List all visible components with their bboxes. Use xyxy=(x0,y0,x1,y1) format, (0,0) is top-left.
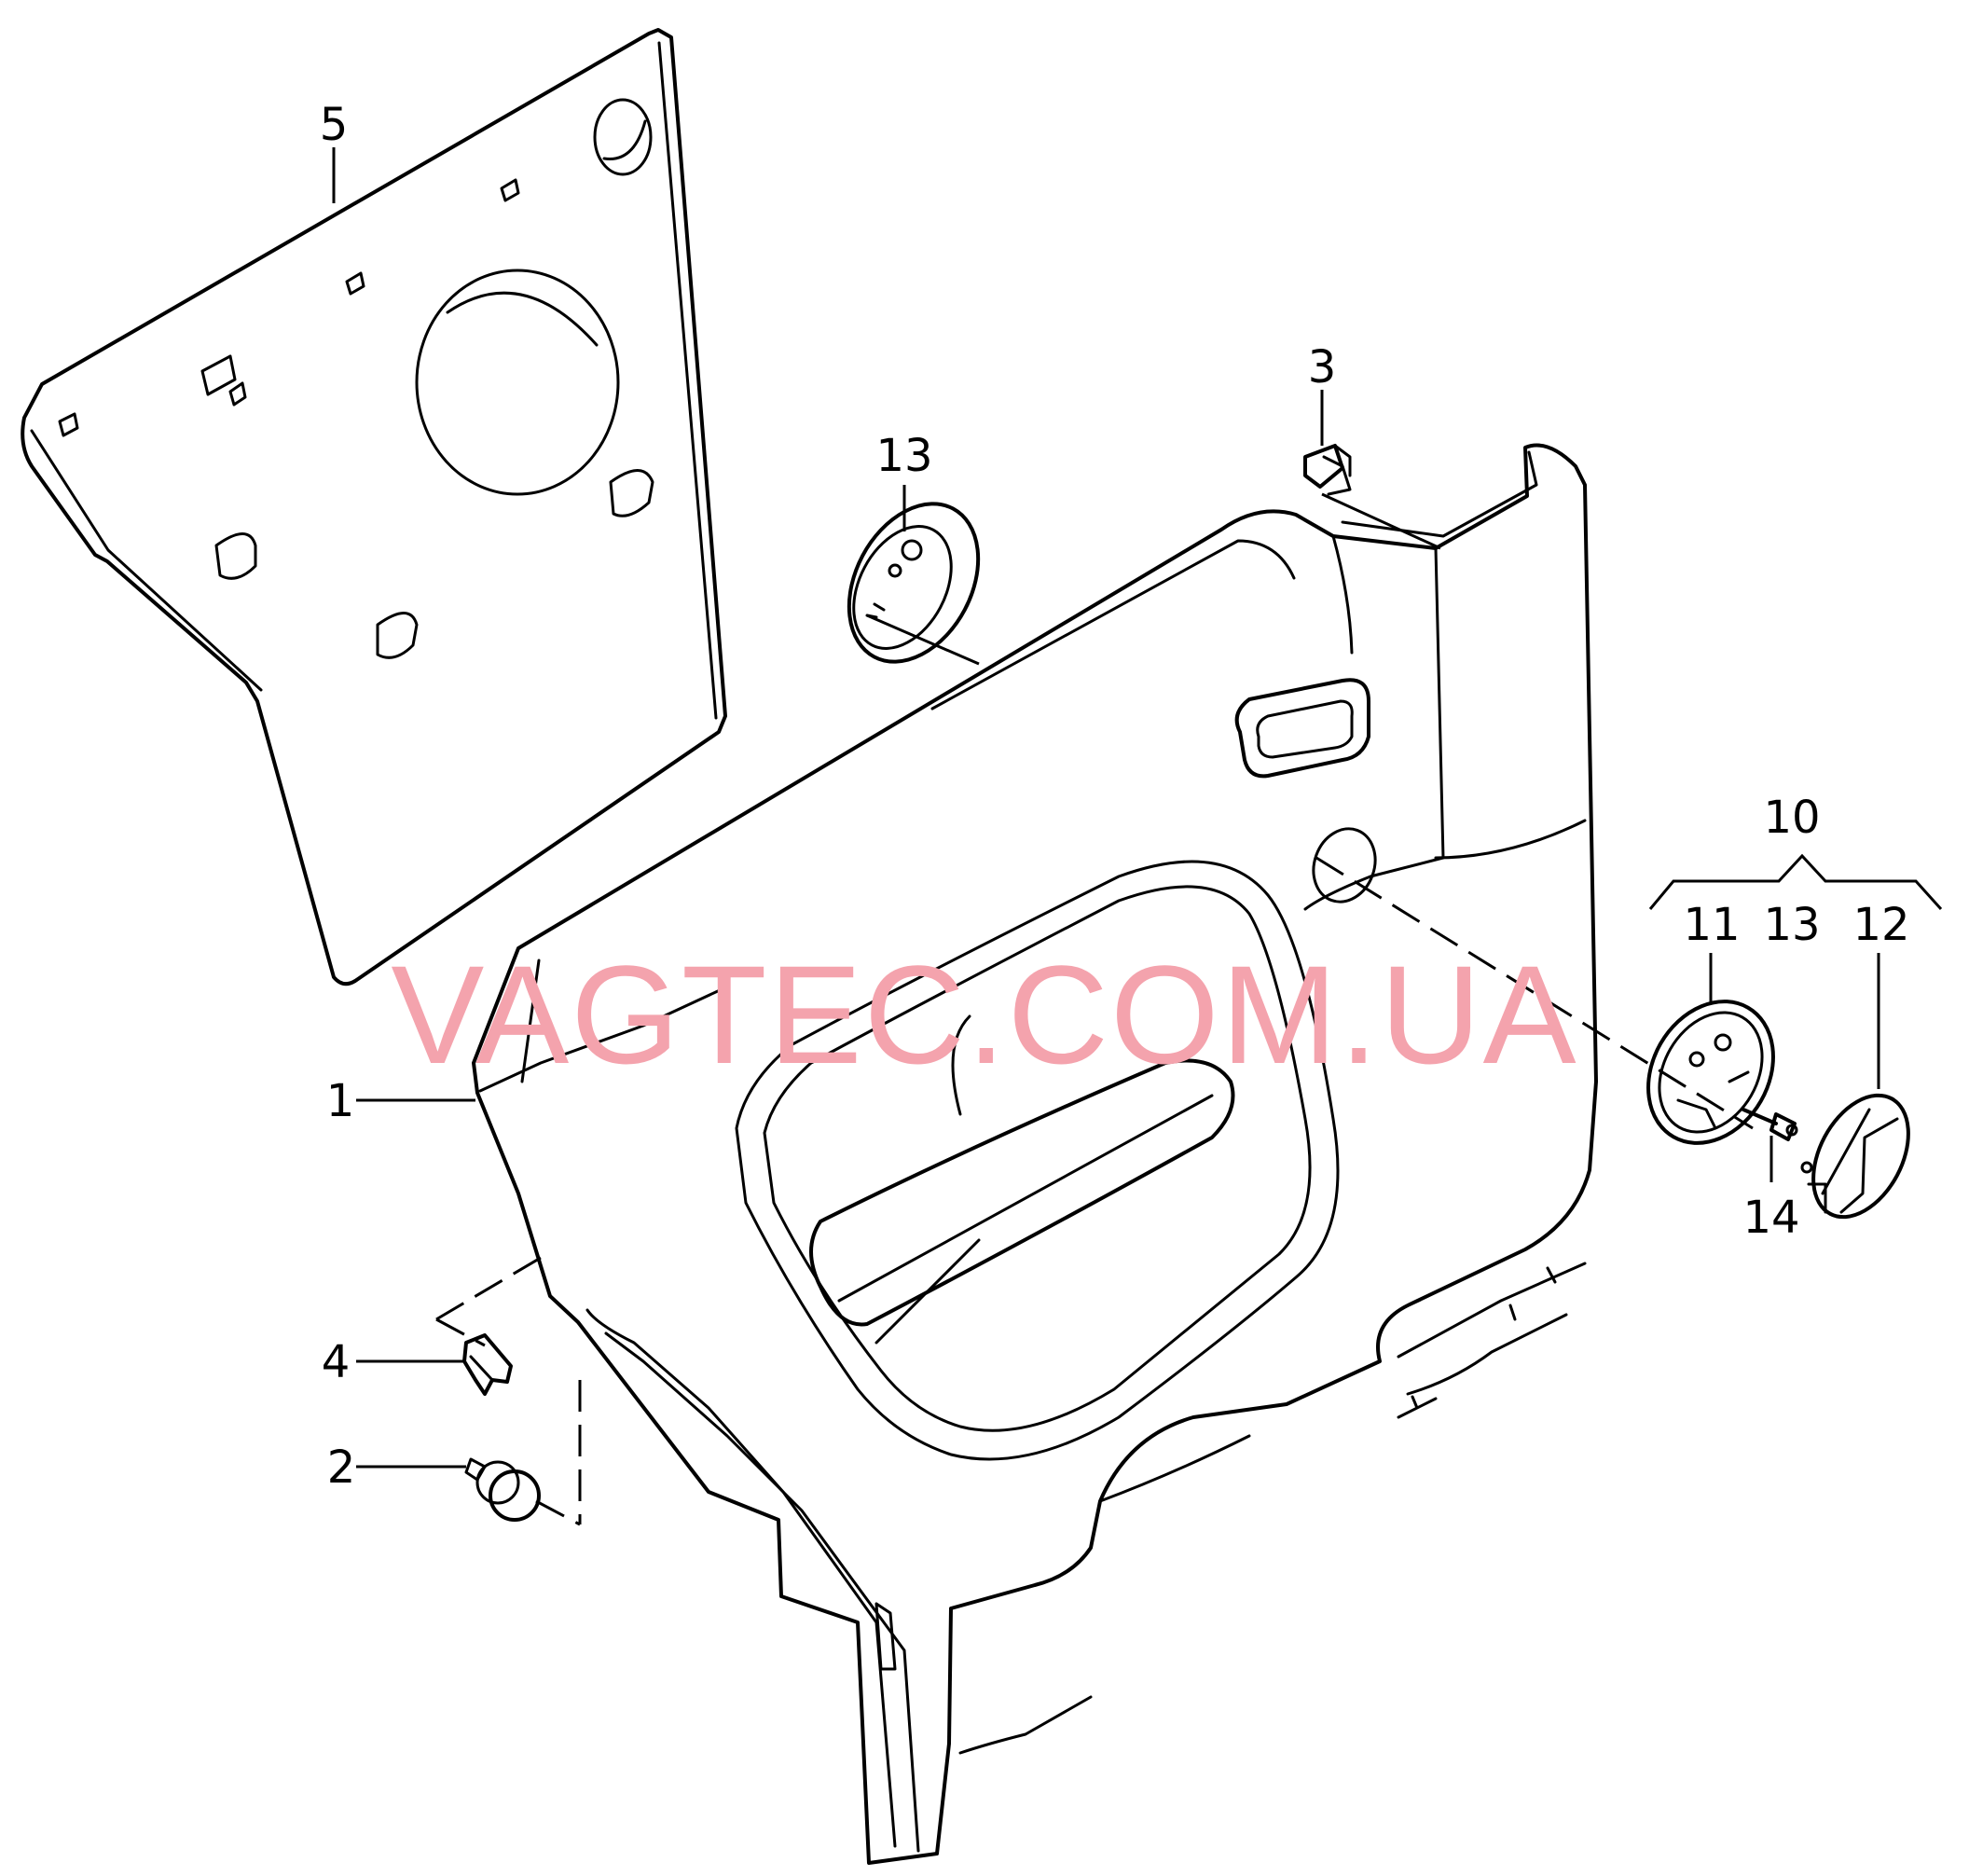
callout-12: 12 xyxy=(1852,899,1909,951)
retaining-clip-part-4 xyxy=(462,1333,513,1396)
assembly-lines xyxy=(435,856,1754,1526)
clip-part-3 xyxy=(1303,444,1352,496)
mounting-plate-part-11 xyxy=(1646,1000,1775,1145)
cover-part-12 xyxy=(1800,1093,1910,1220)
callout-1: 1 xyxy=(326,1075,355,1127)
watermark-text: VAGTEC.COM.UA xyxy=(391,936,1577,1093)
expanding-rivet-part-2 xyxy=(464,1457,541,1522)
bracket-10 xyxy=(1648,853,1943,911)
leader-lines xyxy=(332,147,1943,1469)
cover-cap-part-13 xyxy=(847,502,981,664)
callout-5: 5 xyxy=(320,99,349,151)
screw-part-14 xyxy=(1742,1108,1798,1141)
callout-3: 3 xyxy=(1308,341,1337,393)
callout-13-group: 13 xyxy=(1763,899,1820,951)
callout-2: 2 xyxy=(327,1441,356,1494)
callout-10: 10 xyxy=(1763,792,1820,844)
callout-13-top: 13 xyxy=(875,430,932,482)
callout-14: 14 xyxy=(1742,1192,1799,1244)
insulation-mat-part-5 xyxy=(21,28,727,986)
callout-4: 4 xyxy=(322,1336,351,1388)
callout-11: 11 xyxy=(1683,899,1740,951)
door-trim-panel-part-1 xyxy=(472,443,1598,1865)
